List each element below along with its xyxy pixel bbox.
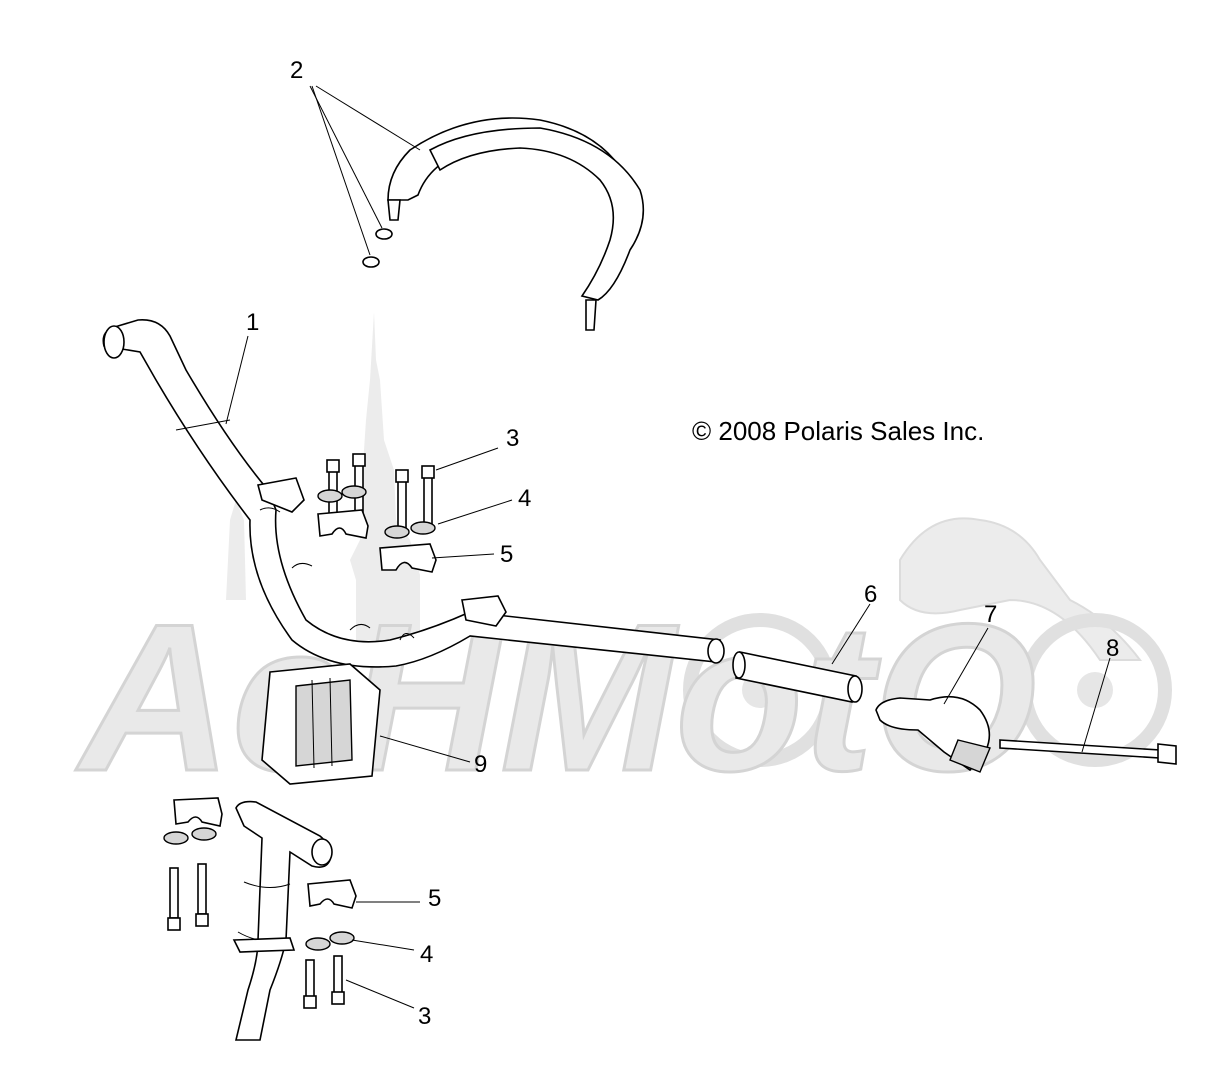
part-1-handlebar [102, 319, 725, 668]
watermark-logo: AcHMotO [74, 312, 1172, 817]
callout-3-lower: 3 [418, 1003, 431, 1030]
callout-1: 1 [246, 309, 259, 336]
callout-5-upper: 5 [500, 541, 513, 568]
callout-7: 7 [984, 601, 997, 628]
lower-riser-assembly [163, 797, 357, 1041]
part-2-hand-guard [362, 117, 645, 331]
callout-4-upper: 4 [518, 485, 531, 512]
copyright-notice: © 2008 Polaris Sales Inc. [692, 416, 984, 446]
callout-2: 2 [290, 57, 303, 84]
callout-6: 6 [864, 581, 877, 608]
part-6-sleeve [732, 651, 863, 703]
part-9-pad [261, 663, 381, 785]
callout-3-upper: 3 [506, 425, 519, 452]
part-8-bolt [999, 739, 1177, 765]
part-7-grip-end [875, 695, 991, 773]
leader-lines [225, 85, 1111, 1009]
upper-clamp-hardware [317, 453, 437, 573]
callout-4-lower: 4 [420, 941, 433, 968]
callout-9: 9 [474, 751, 487, 778]
callout-5-lower: 5 [428, 885, 441, 912]
callout-8: 8 [1106, 635, 1119, 662]
callout-labels: 2 1 3 4 5 6 7 8 9 5 4 3 [246, 57, 1119, 1030]
watermark-text: AcHMotO [75, 580, 1037, 815]
